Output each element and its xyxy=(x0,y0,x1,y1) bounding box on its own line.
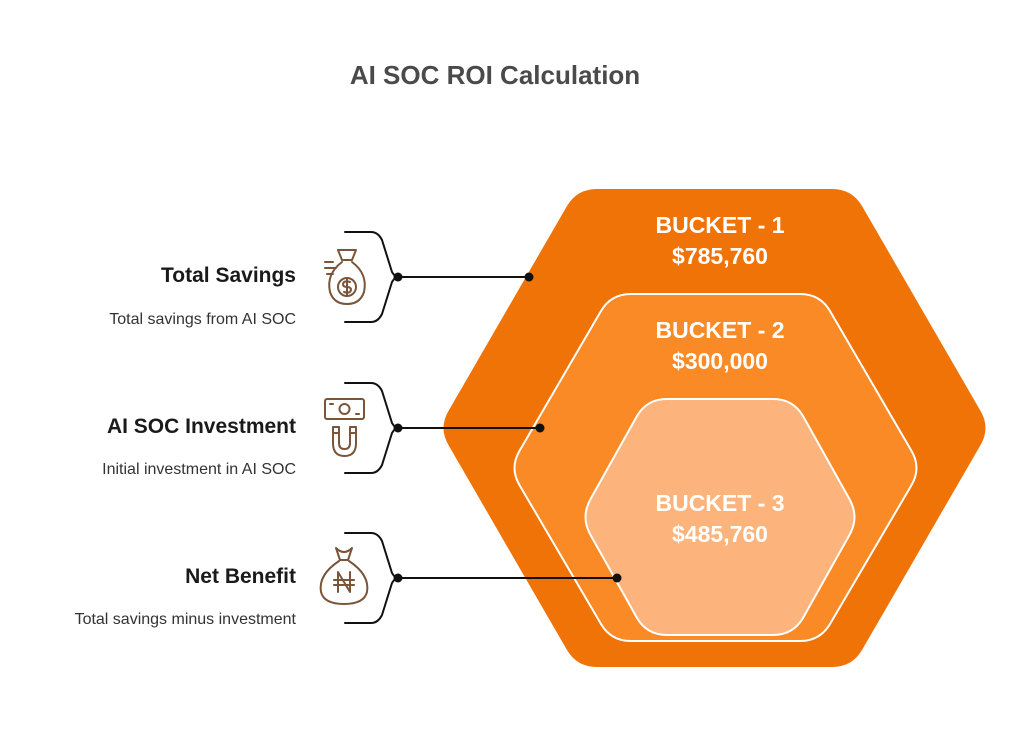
banknote-magnet-icon xyxy=(324,398,365,457)
item-title-ai-soc-investment: AI SOC Investment xyxy=(106,415,296,438)
bracket-net-benefit xyxy=(344,532,399,624)
connector-dot xyxy=(393,272,403,282)
bucket-3-label: BUCKET - 3 xyxy=(655,490,785,516)
bucket-3-hexagon xyxy=(584,398,856,636)
connector-dot xyxy=(535,423,545,433)
bucket-1-text: BUCKET - 1 $785,760 xyxy=(570,210,870,272)
item-title-total-savings: Total Savings xyxy=(161,264,296,287)
bucket-3-text: BUCKET - 3 $485,760 xyxy=(570,488,870,550)
connector-dot xyxy=(612,573,622,583)
bucket-1-value: $785,760 xyxy=(672,243,768,269)
bucket-2-text: BUCKET - 2 $300,000 xyxy=(570,315,870,377)
item-desc-ai-soc-investment: Initial investment in AI SOC xyxy=(102,461,296,478)
money-bag-dollar-icon xyxy=(324,249,366,305)
page-title: AI SOC ROI Calculation xyxy=(349,60,641,90)
connector-dot xyxy=(524,272,534,282)
money-bag-naira-icon xyxy=(319,547,369,605)
connector-dot xyxy=(393,573,403,583)
bucket-2-value: $300,000 xyxy=(672,348,768,374)
connector-dot xyxy=(393,423,403,433)
item-desc-total-savings: Total savings from AI SOC xyxy=(109,311,296,328)
bucket-3-value: $485,760 xyxy=(672,521,768,547)
item-title-net-benefit: Net Benefit xyxy=(185,565,296,588)
bracket-total-savings xyxy=(344,231,399,323)
item-desc-net-benefit: Total savings minus investment xyxy=(74,611,296,628)
bucket-2-label: BUCKET - 2 xyxy=(655,317,785,343)
bucket-1-label: BUCKET - 1 xyxy=(655,212,785,238)
